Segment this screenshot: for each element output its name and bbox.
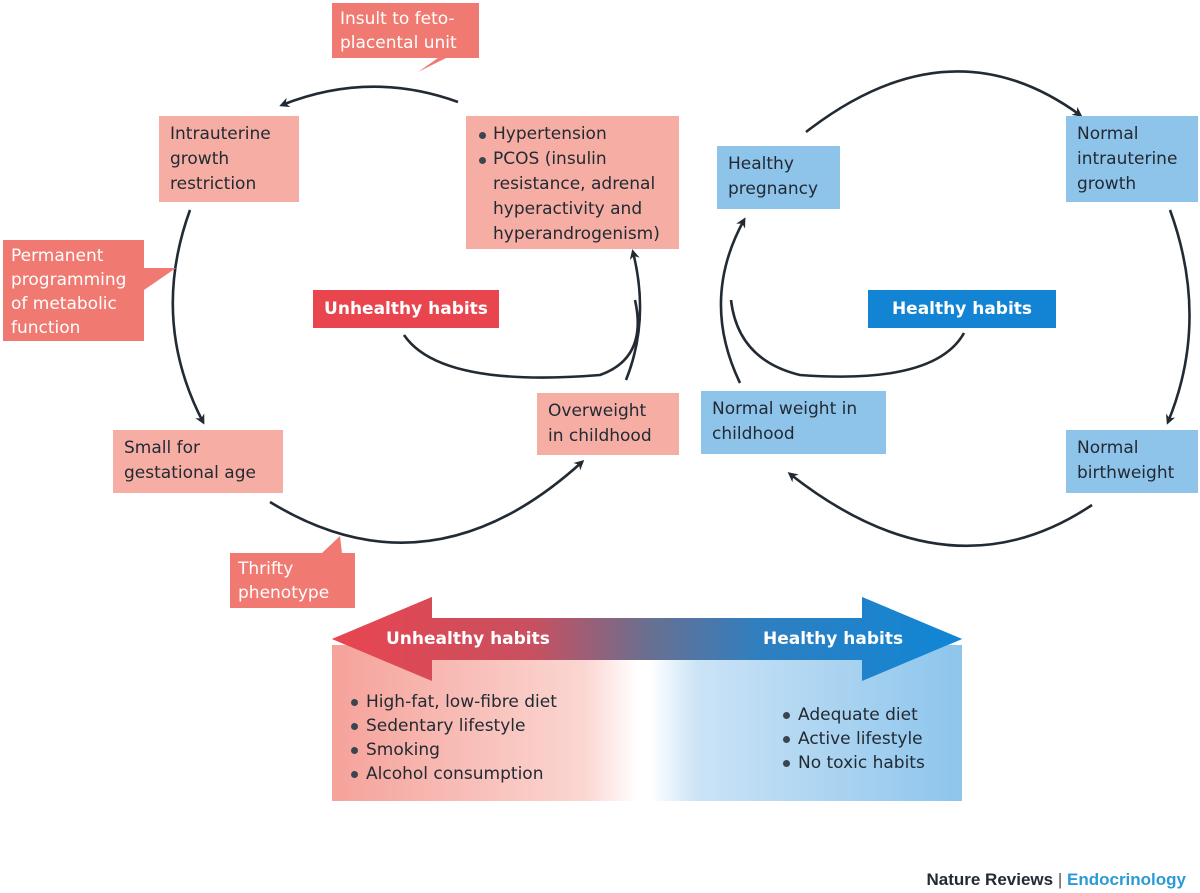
callout-pointer-programming <box>144 268 176 290</box>
spectrum-label-healthy: Healthy habits <box>763 629 904 649</box>
unhealthy-habit-item: Alcohol consumption <box>348 762 628 786</box>
arrow-hypertension-to-iugr <box>279 85 459 108</box>
overweight-line-1: Overweight <box>548 401 647 421</box>
normal-birthweight-line-1: Normal <box>1077 438 1139 458</box>
spectrum-label-unhealthy: Unhealthy habits <box>386 629 550 649</box>
arrow-iugr-to-sga <box>171 209 205 425</box>
callout-programming-line-2: programming <box>11 270 127 290</box>
callout-insult-line-1: Insult to feto- <box>340 9 455 29</box>
callout-programming-line-1: Permanent <box>11 246 104 266</box>
condition-hypertension: Hypertension <box>477 122 668 147</box>
healthy-habits-list: Adequate diet Active lifestyle No toxic … <box>780 703 955 775</box>
callout-pointer-insult <box>418 58 446 72</box>
tag-unhealthy-habits-cycle: Unhealthy habits <box>313 290 499 328</box>
callout-programming-line-3: of metabolic <box>11 294 117 314</box>
sga-line-2: gestational age <box>124 463 256 483</box>
healthy-habit-item: Active lifestyle <box>780 727 955 751</box>
box-maternal-conditions: Hypertension PCOS (insulin resistance, a… <box>466 116 679 249</box>
unhealthy-habits-list: High-fat, low-fibre diet Sedentary lifes… <box>348 690 628 786</box>
callout-thrifty-line-2: phenotype <box>238 583 330 603</box>
box-normal-birthweight: Normal birthweight <box>1066 430 1198 493</box>
arrow-sga-to-overweight <box>269 459 585 544</box>
unhealthy-habit-item: Smoking <box>348 738 628 762</box>
journal-name: Nature Reviews <box>926 870 1054 889</box>
unhealthy-habit-item: Sedentary lifestyle <box>348 714 628 738</box>
callout-pointer-thrifty <box>322 536 342 553</box>
tag-healthy-habits-cycle: Healthy habits <box>868 290 1056 328</box>
callout-thrifty-phenotype: Thrifty phenotype <box>230 553 355 608</box>
callout-insult-line-2: placental unit <box>340 33 457 53</box>
iugr-line-1: Intrauterine <box>170 124 271 144</box>
footer-separator: | <box>1057 870 1063 889</box>
box-intrauterine-growth-restriction: Intrauterine growth restriction <box>159 116 299 202</box>
box-healthy-pregnancy: Healthy pregnancy <box>717 146 840 209</box>
normal-weight-line-2: childhood <box>712 424 795 444</box>
box-normal-weight-in-childhood: Normal weight in childhood <box>701 391 886 454</box>
normal-growth-line-1: Normal <box>1077 124 1139 144</box>
box-overweight-in-childhood: Overweight in childhood <box>537 393 679 455</box>
healthy-habit-item: No toxic habits <box>780 751 955 775</box>
arrow-normal-growth-to-birthweight <box>1166 209 1191 425</box>
arrow-healthy-habits-loop <box>729 299 966 378</box>
journal-section: Endocrinology <box>1067 870 1186 889</box>
healthy-pregnancy-line-1: Healthy <box>728 154 794 174</box>
condition-pcos: PCOS (insulin resistance, adrenal hypera… <box>477 147 668 247</box>
arrow-healthy-pregnancy-to-normal-growth <box>805 70 1083 134</box>
arrow-unhealthy-habits-loop <box>402 299 640 379</box>
iugr-line-2: growth <box>170 149 230 169</box>
callout-insult-to-feto-placental-unit: Insult to feto- placental unit <box>332 3 479 58</box>
box-normal-intrauterine-growth: Normal intrauterine growth <box>1066 116 1198 202</box>
normal-growth-line-3: growth <box>1077 174 1137 194</box>
healthy-habit-item: Adequate diet <box>780 703 955 727</box>
box-small-for-gestational-age: Small for gestational age <box>113 430 283 493</box>
unhealthy-habit-item: High-fat, low-fibre diet <box>348 690 628 714</box>
callout-permanent-programming: Permanent programming of metabolic funct… <box>3 240 144 341</box>
arrow-birthweight-to-normal-weight <box>787 472 1093 548</box>
overweight-line-2: in childhood <box>548 426 652 446</box>
callout-programming-line-4: function <box>11 318 81 338</box>
arrow-overweight-to-pcos <box>624 249 642 381</box>
healthy-pregnancy-line-2: pregnancy <box>728 179 819 199</box>
journal-footer: Nature Reviews | Endocrinology <box>926 869 1186 891</box>
callout-thrifty-line-1: Thrifty <box>238 559 294 579</box>
sga-line-1: Small for <box>124 438 200 458</box>
maternal-conditions-list: Hypertension PCOS (insulin resistance, a… <box>477 122 668 247</box>
iugr-line-3: restriction <box>170 174 257 194</box>
arrow-normal-weight-to-healthy-pregnancy <box>719 217 746 384</box>
normal-growth-line-2: intrauterine <box>1077 149 1178 169</box>
normal-weight-line-1: Normal weight in <box>712 399 858 419</box>
normal-birthweight-line-2: birthweight <box>1077 463 1175 483</box>
